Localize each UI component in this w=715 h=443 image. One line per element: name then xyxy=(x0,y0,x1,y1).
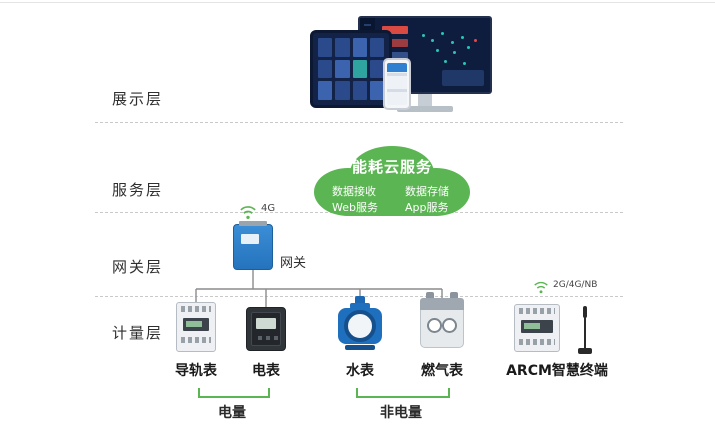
app-tile xyxy=(335,38,350,57)
bracket-non-electric xyxy=(356,388,450,398)
antenna-rod xyxy=(584,316,586,348)
terminal-strip xyxy=(519,339,555,345)
gateway-label: 网关 xyxy=(280,256,307,271)
wifi-icon xyxy=(534,281,548,294)
electric-panel-meter xyxy=(246,307,286,351)
group-label-non-electric: 非电量 xyxy=(380,405,422,421)
cloud-icon xyxy=(314,146,470,216)
cloud-service-group: 能耗云服务 数据接收 数据存储 Web服务 App服务 xyxy=(306,140,478,222)
dashboard-chart-panel xyxy=(442,70,484,86)
water-meter-neck xyxy=(350,303,370,309)
gateway-signal-label: 4G xyxy=(261,203,276,214)
meter-lcd xyxy=(183,318,209,331)
app-tile xyxy=(352,81,367,100)
meter-label-din-rail: 导轨表 xyxy=(175,363,217,379)
meter-label-water: 水表 xyxy=(346,363,374,379)
app-tile xyxy=(335,59,350,79)
meter-label-gas: 燃气表 xyxy=(421,363,463,379)
mobile-phone xyxy=(383,58,411,110)
water-meter-dial xyxy=(344,310,376,342)
arcm-signal-label: 2G/4G/NB xyxy=(553,280,598,290)
wifi-icon xyxy=(240,206,256,220)
app-tile xyxy=(318,59,333,79)
group-label-electric: 电量 xyxy=(218,405,246,421)
layer-label-gateway: 网关层 xyxy=(112,258,164,276)
layer-label-display: 展示层 xyxy=(112,90,164,108)
gas-meter-body xyxy=(420,310,464,348)
water-meter-base xyxy=(345,345,375,350)
antenna-icon xyxy=(576,306,594,354)
layer-label-service: 服务层 xyxy=(112,181,164,199)
tablet-app-grid xyxy=(318,38,384,100)
cloud-item-data-receive: 数据接收 xyxy=(332,185,376,198)
antenna-base xyxy=(578,348,592,354)
app-tile xyxy=(369,38,384,57)
terminal-strip xyxy=(519,308,555,314)
water-meter-cap xyxy=(355,296,365,303)
din-rail-meter xyxy=(176,302,216,352)
terminal-strip xyxy=(181,306,211,312)
terminal-strip xyxy=(181,337,211,343)
dashboard-widgets xyxy=(382,26,408,34)
arcm-terminal-device xyxy=(514,304,560,352)
cloud-item-web-service: Web服务 xyxy=(332,201,378,214)
meter-lcd xyxy=(521,320,553,333)
cloud-item-data-storage: 数据存储 xyxy=(405,185,449,198)
water-meter xyxy=(338,296,382,352)
meter-label-electric: 电表 xyxy=(252,363,280,379)
app-tile xyxy=(352,59,367,79)
top-divider xyxy=(0,2,715,3)
app-tile xyxy=(369,59,384,79)
app-tile xyxy=(352,38,367,57)
dashboard-map-dots xyxy=(422,34,425,37)
gas-meter xyxy=(420,292,464,350)
antenna-tip xyxy=(583,306,587,318)
meter-buttons xyxy=(258,336,280,340)
water-meter-body xyxy=(338,308,382,344)
phone-app-screen xyxy=(387,63,407,105)
app-tile xyxy=(318,38,333,57)
gas-meter-pipes xyxy=(420,292,464,310)
bracket-electric xyxy=(198,388,270,398)
tablet-dashboard xyxy=(310,30,392,108)
app-tile xyxy=(335,81,350,100)
meter-lcd xyxy=(256,318,276,329)
app-tile xyxy=(318,81,333,100)
app-tile xyxy=(369,81,384,100)
monitor-stand-base xyxy=(397,106,453,112)
meter-face xyxy=(251,312,281,346)
cloud-title: 能耗云服务 xyxy=(351,158,432,176)
meter-label-arcm: ARCM智慧终端 xyxy=(506,363,608,379)
monitor-stand-neck xyxy=(418,94,432,106)
layer-label-metering: 计量层 xyxy=(112,324,164,342)
gateway-device xyxy=(233,221,273,270)
cloud-item-app-service: App服务 xyxy=(405,201,449,214)
layer-divider-1 xyxy=(95,122,623,123)
